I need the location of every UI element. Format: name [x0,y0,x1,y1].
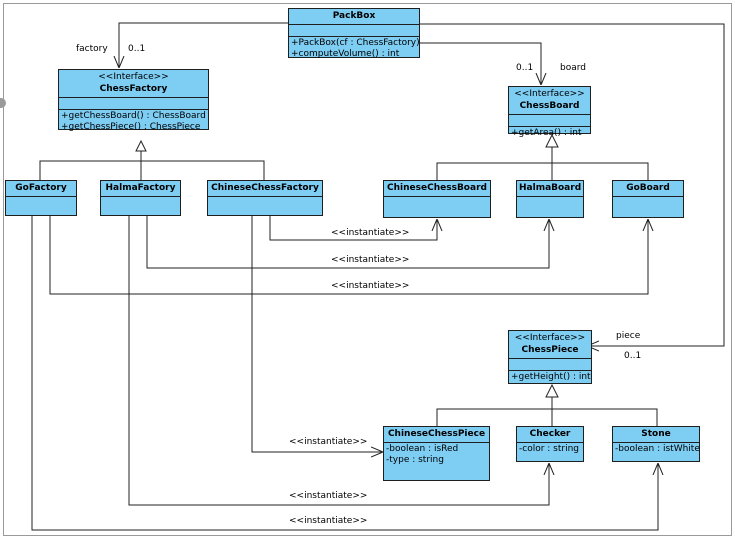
class-halmaboard[interactable]: HalmaBoard [516,180,584,218]
halmaboard-name: HalmaBoard [519,183,582,193]
stone-attr-istwhite: -boolean : istWhite [615,444,700,454]
checker-name: Checker [529,429,571,439]
class-chinesechessboard[interactable]: ChineseChessBoard [383,180,491,218]
label-instantiate-chinesechessboard: <<instantiate>> [331,228,410,238]
chesspiece-op-getheight: +getHeight() : int [511,372,591,382]
realization-chessfactory [39,139,265,180]
association-board [420,42,541,85]
interface-chessboard[interactable]: <<Interface>> ChessBoard +getArea() : in… [508,86,591,138]
association-piece [420,23,725,346]
chessboard-op-getarea: +getArea() : int [511,128,582,138]
realization-chessboard [436,133,649,180]
chessfactory-stereotype: <<Interface>> [98,72,169,82]
dependency-halmafactory-board [146,216,549,269]
chinesechesspiece-name: ChineseChessPiece [387,429,486,439]
label-instantiate-halmaboard: <<instantiate>> [331,255,410,265]
chessfactory-op-getchessboard: +getChessBoard() : ChessBoard [61,111,206,121]
diagram-frame [3,3,732,536]
interface-chessfactory[interactable]: <<Interface>> ChessFactory +getChessBoar… [58,69,209,132]
halmafactory-name: HalmaFactory [105,183,176,193]
packbox-op-constructor: +PackBox(cf : ChessFactory) [291,38,420,48]
label-instantiate-stone: <<instantiate>> [289,516,368,526]
class-chinesechessfactory[interactable]: ChineseChessFactory [207,180,323,216]
stone-name: Stone [641,429,671,439]
chinesechesspiece-attr-type: -type : string [386,455,444,465]
gofactory-name: GoFactory [15,183,67,193]
dependency-gofactory-piece [31,216,658,531]
class-gofactory[interactable]: GoFactory [5,180,77,216]
label-factory-role: factory [76,44,108,54]
label-instantiate-goboard: <<instantiate>> [331,281,410,291]
frame-handle[interactable] [0,98,6,108]
label-factory-multiplicity: 0..1 [128,44,146,54]
class-checker[interactable]: Checker -color : string [516,426,584,462]
dependency-chinesechessfactory-piece [251,216,383,452]
label-piece-multiplicity: 0..1 [624,351,642,361]
chinesechesspiece-attr-isred: -boolean : isRed [386,444,459,454]
class-stone[interactable]: Stone -boolean : istWhite [612,426,700,462]
chessfactory-op-getchesspiece: +getChessPiece() : ChessPiece [61,122,201,132]
dependency-chinesechessfactory-board [269,216,437,241]
chesspiece-stereotype: <<Interface>> [514,333,586,343]
dependency-gofactory-board [49,216,648,295]
association-factory [119,22,288,68]
label-piece-role: piece [616,331,641,341]
label-instantiate-chinesechesspiece: <<instantiate>> [289,437,368,447]
class-chinesechesspiece[interactable]: ChineseChessPiece -boolean : isRed -type… [383,426,490,481]
class-goboard[interactable]: GoBoard [612,180,684,218]
packbox-op-computevolume: +computeVolume() : int [291,49,400,59]
chesspiece-name: ChessPiece [521,345,579,355]
chessboard-stereotype: <<Interface>> [514,89,585,99]
dependency-halmafactory-piece [128,216,549,506]
realization-chesspiece [436,383,658,426]
interface-chesspiece[interactable]: <<Interface>> ChessPiece +getHeight() : … [508,330,592,384]
class-packbox[interactable]: PackBox +PackBox(cf : ChessFactory) +com… [288,8,420,59]
packbox-name: PackBox [332,11,376,21]
class-halmafactory[interactable]: HalmaFactory [100,180,181,216]
label-board-multiplicity: 0..1 [516,63,534,73]
chinesechessboard-name: ChineseChessBoard [387,183,487,193]
label-instantiate-checker: <<instantiate>> [289,491,368,501]
label-board-role: board [560,63,586,73]
chessboard-name: ChessBoard [519,101,580,111]
goboard-name: GoBoard [626,183,670,193]
chessfactory-name: ChessFactory [99,84,168,94]
chinesechessfactory-name: ChineseChessFactory [211,183,319,193]
checker-attr-color: -color : string [519,444,579,454]
